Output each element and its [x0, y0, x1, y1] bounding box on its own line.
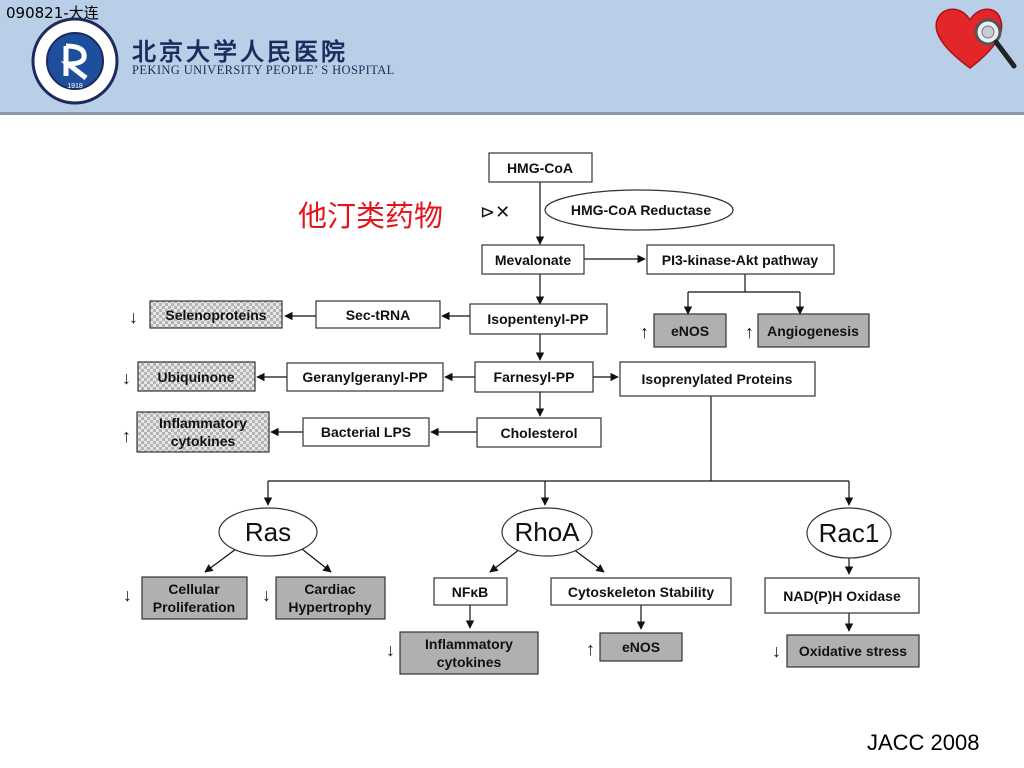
- node-geranylgeranyl-pp: [286, 362, 444, 392]
- node-pi3k-akt-label: PI3-kinase-Akt pathway: [662, 252, 819, 268]
- node-farnesyl-pp: [474, 361, 594, 393]
- node-inflammatory-cytokines-top: [136, 411, 270, 453]
- node-enos-top-label: eNOS: [671, 323, 709, 339]
- node-ubiquinone-label: Ubiquinone: [158, 369, 235, 385]
- node-cardiac-hypertrophy: [275, 576, 386, 620]
- node-inflammatory-cytokines-bottom: [399, 631, 539, 675]
- node-nfkb-label: NFκB: [452, 584, 489, 600]
- date-label: 090821-大连: [6, 4, 99, 22]
- down-arrow-indicator: ↓: [122, 368, 131, 388]
- node-cholesterol-label: Cholesterol: [500, 425, 577, 441]
- node-selenoproteins: [149, 300, 283, 329]
- down-arrow-indicator: ↓: [772, 641, 781, 661]
- node-hmg-coa-label: HMG-CoA: [507, 160, 573, 176]
- node-nfkb: [433, 577, 508, 606]
- down-arrow-indicator: ↓: [123, 585, 132, 605]
- down-arrow-indicator: ↓: [262, 585, 271, 605]
- node-hmg-coa-reductase-label: HMG-CoA Reductase: [571, 202, 711, 218]
- down-arrow-indicator: ↓: [386, 640, 395, 660]
- node-cardiac-line2: Hypertrophy: [288, 599, 371, 615]
- node-inflammatory-bot-line1: Inflammatory: [425, 636, 513, 652]
- node-enos-top: [653, 313, 727, 348]
- node-ubiquinone: [137, 361, 256, 392]
- hospital-name-cn: 北京大学人民医院: [132, 38, 348, 66]
- node-inflammatory-top-line1: Inflammatory: [159, 415, 247, 431]
- node-isopentenyl-pp: [469, 303, 608, 335]
- node-enos-bottom: [599, 632, 683, 662]
- node-angiogenesis-label: Angiogenesis: [767, 323, 859, 339]
- node-bacterial-lps: [302, 417, 430, 447]
- node-cardiac-line1: Cardiac: [304, 581, 356, 597]
- node-cellular-proliferation: [141, 576, 248, 620]
- node-rac1-label: Rac1: [819, 518, 880, 548]
- node-cellular-line2: Proliferation: [153, 599, 235, 615]
- node-angiogenesis: [757, 313, 870, 348]
- hospital-emblem-icon: 1918: [31, 17, 119, 105]
- node-rhoa: [501, 507, 593, 557]
- node-isoprenylated-proteins: [619, 361, 816, 397]
- node-geranylgeranyl-pp-label: Geranylgeranyl-PP: [302, 369, 427, 385]
- node-mevalonate-label: Mevalonate: [495, 252, 571, 268]
- down-arrow-indicator: ↓: [129, 307, 138, 327]
- node-isoprenylated-proteins-label: Isoprenylated Proteins: [642, 371, 793, 387]
- hospital-name-en: PEKING UNIVERSITY PEOPLE’ S HOSPITAL: [132, 63, 395, 77]
- statin-inhibit-symbol: ⊳✕: [480, 202, 510, 222]
- node-mevalonate: [481, 244, 585, 275]
- statin-drugs-label: 他汀类药物: [298, 199, 444, 233]
- node-farnesyl-pp-label: Farnesyl-PP: [494, 369, 575, 385]
- node-nadph-oxidase-label: NAD(P)H Oxidase: [783, 588, 901, 604]
- node-nadph-oxidase: [764, 577, 920, 614]
- node-enos-bottom-label: eNOS: [622, 639, 660, 655]
- node-ras: [218, 507, 318, 557]
- node-cytoskeleton-label: Cytoskeleton Stability: [568, 584, 714, 600]
- node-hmg-coa: [488, 152, 593, 183]
- node-pi3k-akt: [646, 244, 835, 275]
- node-isopentenyl-pp-label: Isopentenyl-PP: [487, 311, 588, 327]
- up-arrow-indicator: ↑: [745, 322, 754, 342]
- node-hmg-coa-reductase: [544, 189, 734, 231]
- node-cholesterol: [476, 417, 602, 448]
- up-arrow-indicator: ↑: [122, 426, 131, 446]
- node-oxidative-stress: [786, 634, 920, 668]
- node-bacterial-lps-label: Bacterial LPS: [321, 424, 411, 440]
- logo-year: 1918: [67, 83, 83, 90]
- citation: JACC 2008: [867, 730, 980, 755]
- node-rac1: [806, 507, 892, 559]
- node-sec-trna-label: Sec-tRNA: [346, 307, 411, 323]
- node-ras-label: Ras: [245, 517, 291, 547]
- node-cytoskeleton-stability: [550, 577, 732, 606]
- node-inflammatory-top-line2: cytokines: [171, 433, 236, 449]
- node-sec-trna: [315, 300, 441, 329]
- node-oxidative-stress-label: Oxidative stress: [799, 643, 907, 659]
- pathway-connectors: [204, 182, 854, 632]
- node-rhoa-label: RhoA: [514, 517, 580, 547]
- node-selenoproteins-label: Selenoproteins: [165, 307, 266, 323]
- up-arrow-indicator: ↑: [640, 322, 649, 342]
- node-inflammatory-bot-line2: cytokines: [437, 654, 502, 670]
- node-cellular-line1: Cellular: [168, 581, 220, 597]
- slide-header: 090821-大连 1918 北京大学人民医院 PEKING UNIVERSIT…: [0, 0, 1024, 115]
- up-arrow-indicator: ↑: [586, 639, 595, 659]
- heart-stethoscope-icon: [935, 8, 1017, 69]
